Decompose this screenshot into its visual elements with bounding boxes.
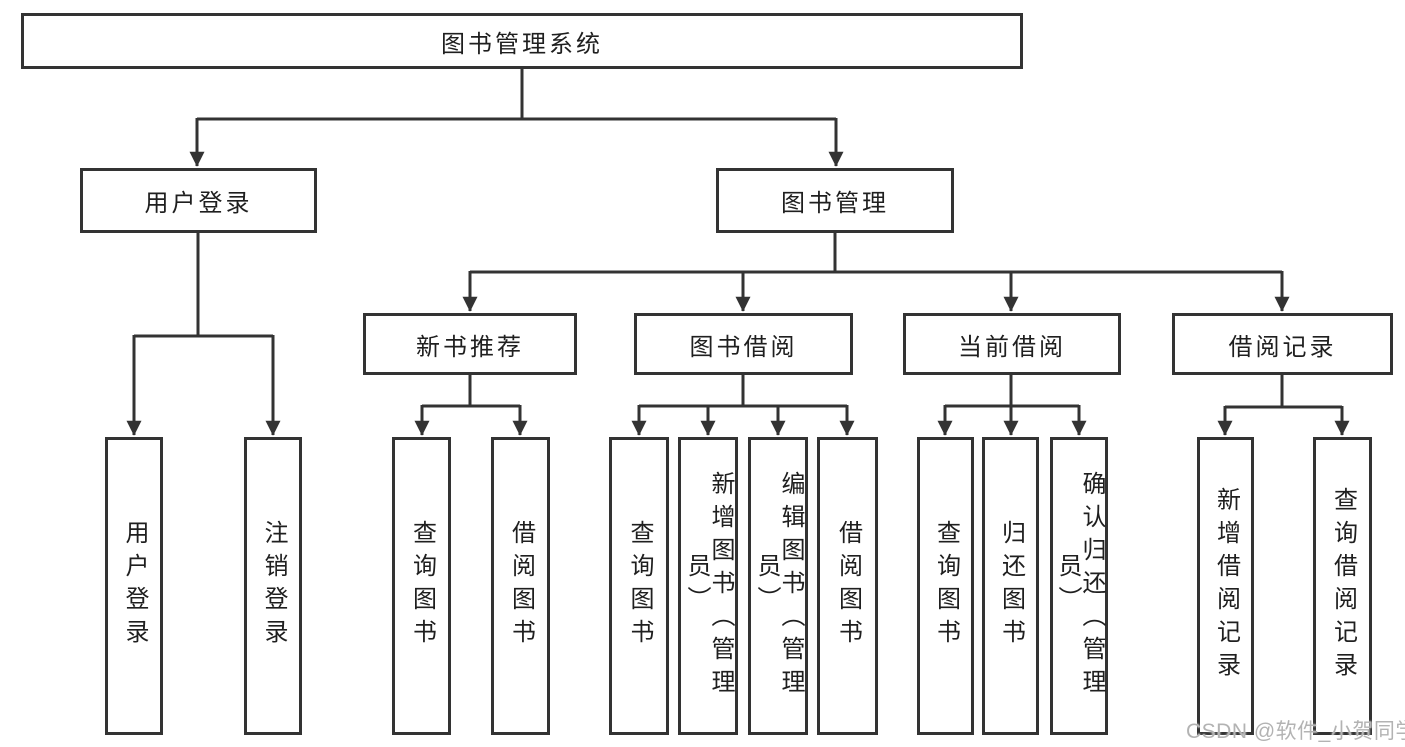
node-rec-borrow-book: 借阅图书 [491,437,550,735]
node-login: 用户登录 [105,437,163,735]
node-book-borrow: 图书借阅 [634,313,853,375]
watermark-text: CSDN @软件_小贺同学 [1186,720,1405,743]
node-return-book: 归还图书 [982,437,1039,735]
node-borrow-records: 借阅记录 [1172,313,1393,375]
node-library-system: 图书管理系统 [21,13,1023,69]
node-add-borrow-record: 新增借阅记录 [1197,437,1254,735]
node-borrow-borrow-book: 借阅图书 [817,437,878,735]
node-logout: 注销登录 [244,437,302,735]
node-book-management: 图书管理 [716,168,954,233]
node-current-query-book: 查询图书 [917,437,974,735]
node-add-book-admin: 新增图书（管理员） [678,437,738,735]
node-confirm-return-admin: 确认归还（管理员） [1050,437,1108,735]
node-user-login: 用户登录 [80,168,317,233]
node-borrow-query-book: 查询图书 [609,437,669,735]
node-new-book-recommend: 新书推荐 [363,313,577,375]
node-current-borrow: 当前借阅 [903,313,1121,375]
node-rec-query-book: 查询图书 [392,437,451,735]
node-edit-book-admin: 编辑图书（管理员） [748,437,808,735]
node-query-borrow-record: 查询借阅记录 [1313,437,1372,735]
